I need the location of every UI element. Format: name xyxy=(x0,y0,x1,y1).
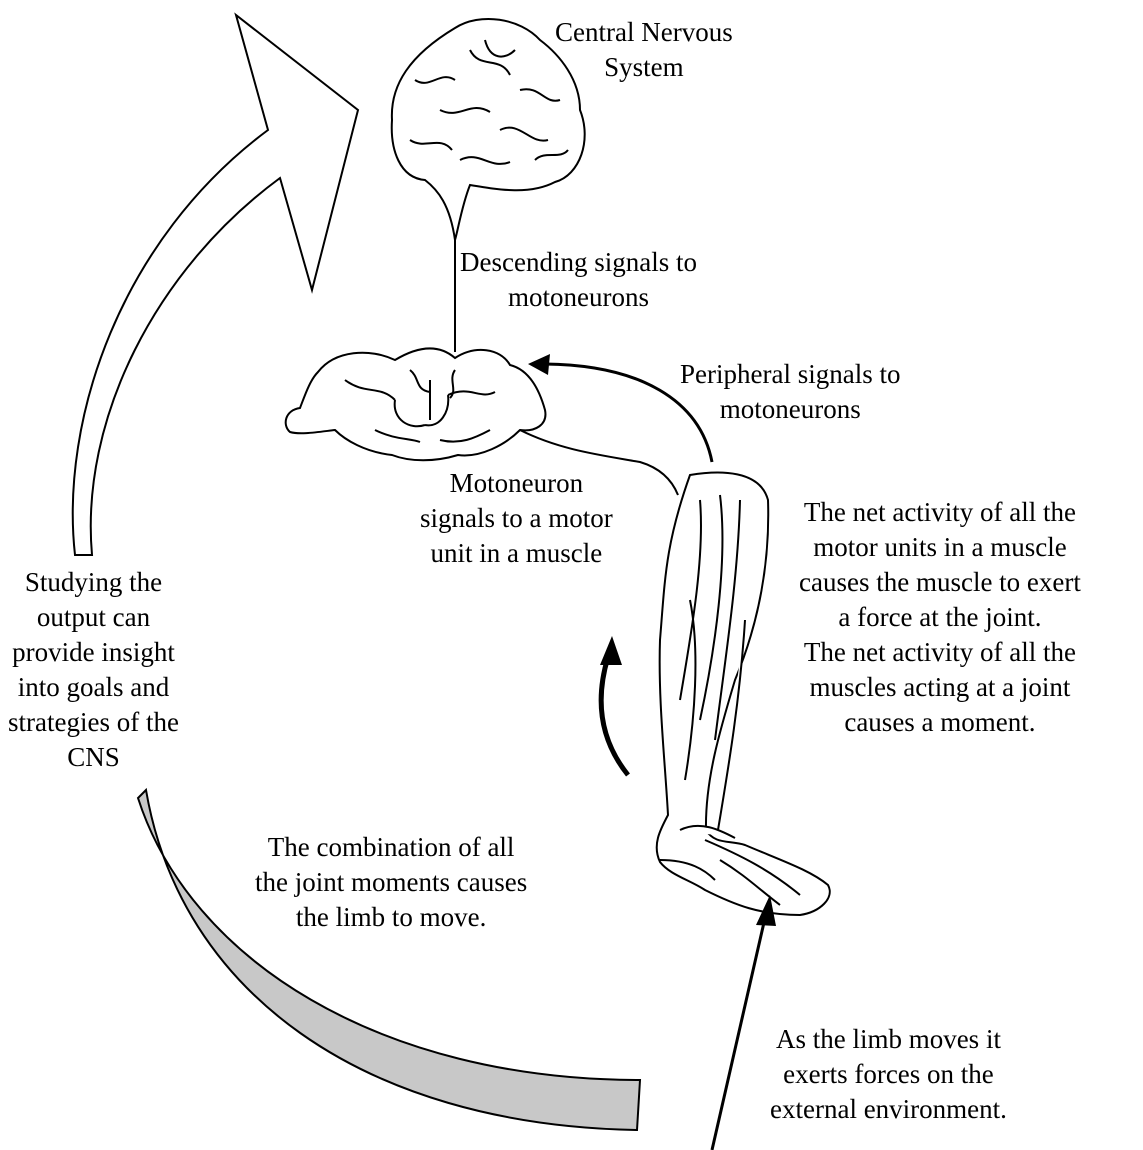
label-limb-moves-line: external environment. xyxy=(770,1092,1007,1127)
label-combination-line: the joint moments causes xyxy=(255,865,527,900)
label-studying-line: provide insight xyxy=(8,635,179,670)
label-net-activity-line: causes the muscle to exert xyxy=(799,565,1081,600)
label-studying-line: output can xyxy=(8,600,179,635)
output-insight-arrow xyxy=(73,15,358,555)
label-cns-line: Central Nervous xyxy=(555,15,733,50)
environment-arrow xyxy=(712,918,765,1150)
label-studying-line: strategies of the xyxy=(8,705,179,740)
label-descending-line: motoneurons xyxy=(460,280,697,315)
label-combination-line: The combination of all xyxy=(255,830,527,865)
label-cns-line: System xyxy=(555,50,733,85)
label-motoneuron: Motoneuron signals to a motor unit in a … xyxy=(420,466,613,571)
label-combination-line: the limb to move. xyxy=(255,900,527,935)
label-combination: The combination of all the joint moments… xyxy=(255,830,527,935)
label-descending: Descending signals to motoneurons xyxy=(460,245,697,315)
label-motoneuron-line: Motoneuron xyxy=(420,466,613,501)
label-net-activity-line: The net activity of all the xyxy=(799,495,1081,530)
label-peripheral-line: Peripheral signals to xyxy=(680,357,900,392)
label-peripheral: Peripheral signals to motoneurons xyxy=(680,357,900,427)
label-studying: Studying the output can provide insight … xyxy=(8,565,179,775)
label-peripheral-line: motoneurons xyxy=(680,392,900,427)
label-studying-line: Studying the xyxy=(8,565,179,600)
label-net-activity: The net activity of all the motor units … xyxy=(799,495,1081,740)
label-net-activity-line: muscles acting at a joint xyxy=(799,670,1081,705)
label-net-activity-line: causes a moment. xyxy=(799,705,1081,740)
label-descending-line: Descending signals to xyxy=(460,245,697,280)
label-cns: Central Nervous System xyxy=(555,15,733,85)
combination-arrow xyxy=(601,657,628,775)
label-net-activity-line: motor units in a muscle xyxy=(799,530,1081,565)
label-limb-moves-line: exerts forces on the xyxy=(770,1057,1007,1092)
label-studying-line: into goals and xyxy=(8,670,179,705)
label-motoneuron-line: unit in a muscle xyxy=(420,536,613,571)
label-limb-moves: As the limb moves it exerts forces on th… xyxy=(770,1022,1007,1127)
label-limb-moves-line: As the limb moves it xyxy=(770,1022,1007,1057)
label-motoneuron-line: signals to a motor xyxy=(420,501,613,536)
label-net-activity-line: The net activity of all the xyxy=(799,635,1081,670)
label-studying-line: CNS xyxy=(8,740,179,775)
label-net-activity-line: a force at the joint. xyxy=(799,600,1081,635)
